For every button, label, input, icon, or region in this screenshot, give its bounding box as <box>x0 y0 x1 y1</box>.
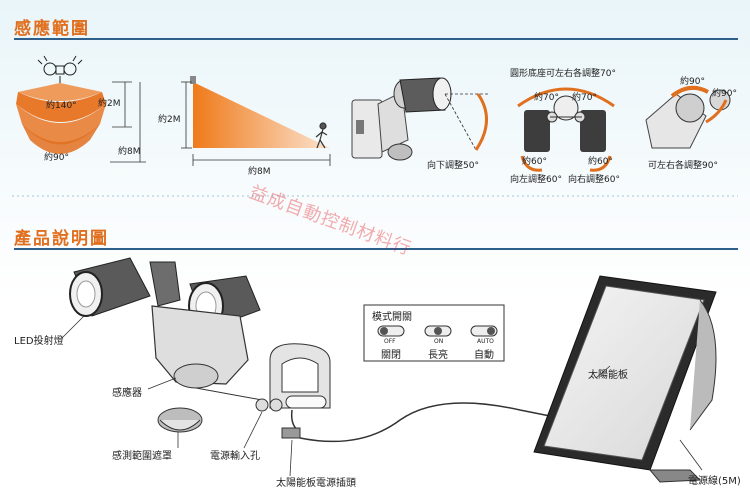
lamp-head-illustration <box>69 257 263 433</box>
mode-off-label: 關閉 <box>381 350 401 361</box>
detection-fan-diagram <box>16 55 146 163</box>
pan-adjust-diagram <box>517 87 615 172</box>
section-rule-top <box>14 38 738 40</box>
control-box-illustration <box>255 343 561 443</box>
label-angle-70-left: 約70° <box>534 93 559 103</box>
tilt-down-diagram <box>351 77 490 161</box>
rotate-adjust-diagram <box>645 85 731 149</box>
part-label-solar-panel: 太陽能板 <box>588 370 628 381</box>
mode-off-small: OFF <box>384 338 396 345</box>
section-rule-bottom <box>14 248 738 250</box>
side-label-distance-8m: 約8M <box>248 167 271 177</box>
label-rotate-adjust: 可左右各調整90° <box>648 161 718 171</box>
mode-switch-panel <box>363 304 505 362</box>
part-label-power-cable: 電源線(5M) <box>688 476 741 487</box>
label-angle-60-right: 約60° <box>588 157 613 167</box>
label-angle-90-a: 約90° <box>680 77 705 87</box>
label-down-adjust: 向下調整50° <box>427 161 479 171</box>
side-label-height-2m: 約2M <box>158 115 181 125</box>
label-height-2m: 約2M <box>98 99 121 109</box>
label-angle-60-left: 約60° <box>522 157 547 167</box>
solar-panel-illustration <box>533 275 717 483</box>
label-angle-140: 約140° <box>46 101 77 111</box>
label-right-adjust: 向右調整60° <box>568 175 620 185</box>
part-label-power-input: 電源輸入孔 <box>210 451 260 462</box>
label-distance-8m: 約8M <box>118 147 141 157</box>
part-label-solar-plug: 太陽能板電源插頭 <box>276 478 356 489</box>
part-label-sensor: 感應器 <box>112 388 142 399</box>
label-angle-90-b: 約90° <box>712 89 737 99</box>
mode-on-label: 長亮 <box>428 350 448 361</box>
label-angle-90: 約90° <box>44 153 69 163</box>
part-label-sensor-cover: 感測範圍遮罩 <box>112 451 172 462</box>
mode-auto-small: AUTO <box>477 338 494 345</box>
mode-on-small: ON <box>434 338 444 345</box>
label-base-note: 圓形底座可左右各調整70° <box>510 69 616 79</box>
section-title-detection-range: 感應範圍 <box>14 19 90 39</box>
section-title-product-description: 產品說明圖 <box>14 229 109 249</box>
part-label-led-light: LED投射燈 <box>14 336 64 347</box>
side-view-diagram <box>181 76 331 166</box>
mode-switch-title: 模式開關 <box>372 312 412 323</box>
label-left-adjust: 向左調整60° <box>510 175 562 185</box>
mode-auto-label: 自動 <box>474 350 494 361</box>
label-angle-70-right: 約70° <box>572 93 597 103</box>
